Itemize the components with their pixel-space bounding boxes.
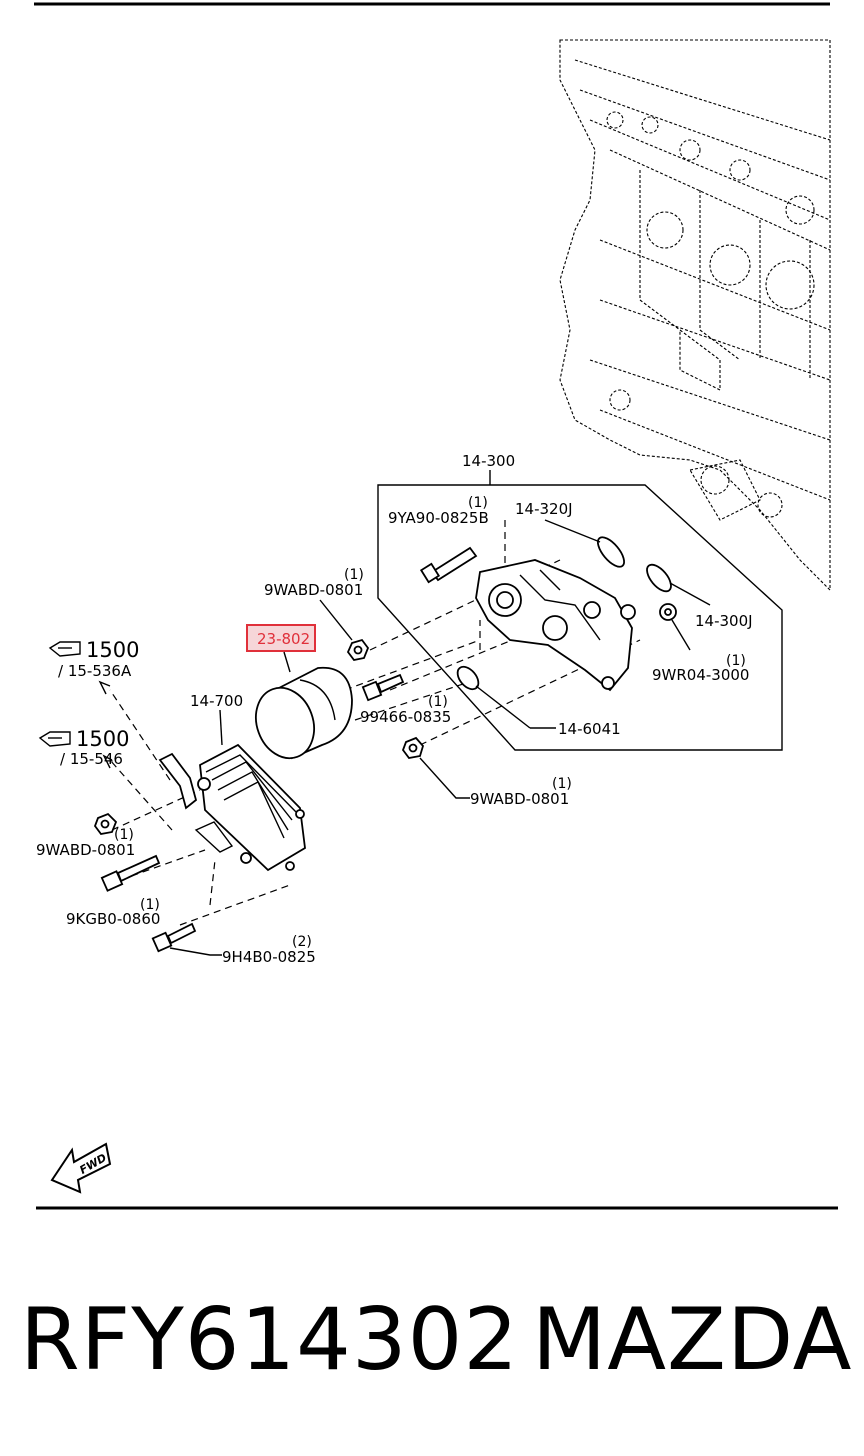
label-9ya90-qty: (1): [468, 495, 488, 511]
svg-text:1500: 1500: [86, 638, 139, 662]
oil-cooler: [158, 743, 306, 872]
label-14-300j: 14-300J: [695, 612, 753, 630]
label-9h4b0-qty: (2): [292, 934, 312, 950]
brand-name: MAZDA: [532, 1290, 853, 1390]
ref-1500-b: 1500 / 15-546: [38, 727, 129, 768]
part-number: RFY614302: [20, 1290, 520, 1390]
label-23-802: 23-802: [257, 630, 310, 648]
oring-14-300j: [646, 563, 672, 593]
pointing-hand-icon: [48, 641, 81, 657]
label-9wabd-mid: 9WABD-0801: [470, 790, 569, 808]
label-9wabd-left-qty: (1): [114, 827, 134, 843]
label-9kgb0: 9KGB0-0860: [66, 910, 160, 928]
bolt-9h4b0: [151, 922, 197, 953]
label-14-6041: 14-6041: [558, 720, 621, 738]
label-99466: 99466-0835: [360, 708, 451, 726]
bolt-9kgb0: [100, 854, 161, 892]
filter-housing: [475, 559, 636, 692]
label-9wabd-top: 9WABD-0801: [264, 581, 363, 599]
ref-1500-a: 1500 / 15-536A: [48, 638, 139, 680]
label-14-300: 14-300: [462, 452, 515, 470]
label-9ya90: 9YA90-0825B: [388, 509, 489, 527]
assembly-frame: [377, 484, 783, 751]
label-9wr04-qty: (1): [726, 653, 746, 669]
label-14-700: 14-700: [190, 692, 243, 710]
pointing-hand-icon: [38, 731, 71, 747]
highlight-box: [246, 624, 316, 652]
label-9kgb0-qty: (1): [140, 897, 160, 913]
label-9wr04: 9WR04-3000: [652, 666, 749, 684]
bolt-9ya90: [419, 546, 478, 584]
svg-text:/ 15-546: / 15-546: [60, 750, 123, 768]
nut-9wabd-mid: [401, 736, 425, 759]
label-9wabd-left: 9WABD-0801: [36, 841, 135, 859]
nut-9wabd-top: [346, 638, 370, 661]
bolt-99466: [361, 673, 405, 702]
oil-filter: [255, 666, 353, 760]
oring-14-6041: [456, 665, 480, 691]
label-9wabd-mid-qty: (1): [552, 776, 572, 792]
svg-text:/ 15-536A: / 15-536A: [58, 662, 132, 680]
engine-block-outline: [559, 39, 831, 592]
label-9h4b0: 9H4B0-0825: [222, 948, 316, 966]
label-99466-qty: (1): [428, 694, 448, 710]
svg-text:1500: 1500: [76, 727, 129, 751]
fwd-arrow-icon: FWD: [50, 1142, 112, 1194]
label-9wabd-top-qty: (1): [344, 567, 364, 583]
label-14-320j: 14-320J: [515, 500, 573, 518]
nut-9wabd-left: [93, 812, 118, 835]
oring-14-320j: [597, 536, 625, 568]
